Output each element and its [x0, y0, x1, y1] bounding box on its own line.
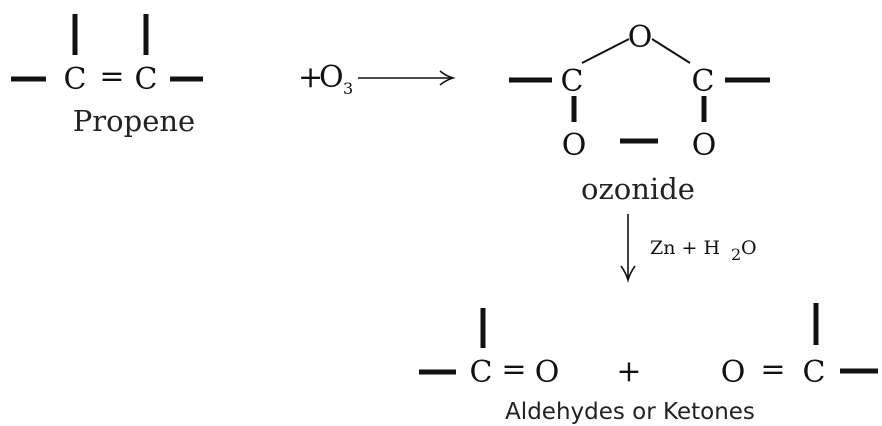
- ozone-subscript: 3: [343, 79, 353, 98]
- ozonide-label: ozonide: [581, 172, 695, 206]
- ozonide-oxygen-lower-left: O: [562, 128, 587, 163]
- product-left-double-bond: =: [501, 352, 526, 387]
- carbon-atom-1: C: [64, 62, 87, 97]
- carbon-atom-2: C: [135, 62, 158, 97]
- bond-o-to-c-right: [651, 38, 691, 64]
- reaction-conditions: Zn + H 2 O: [650, 237, 757, 264]
- reaction-arrow-right: [358, 70, 456, 86]
- propene-structure: C = C: [11, 14, 203, 97]
- carbonyl-product-right: O = C: [721, 303, 878, 390]
- propene-label: Propene: [73, 104, 195, 138]
- conditions-suffix: O: [741, 237, 757, 259]
- ozonide-oxygen-top: O: [628, 20, 653, 55]
- conditions-prefix: Zn + H: [650, 237, 720, 259]
- conditions-subscript: 2: [731, 245, 741, 264]
- ozone-reagent: + O 3: [298, 60, 353, 98]
- product-plus-sign: +: [616, 354, 641, 389]
- product-right-carbon: C: [803, 355, 826, 390]
- plus-sign: +: [298, 60, 323, 95]
- ozonide-carbon-left: C: [561, 64, 584, 99]
- carbonyl-product-left: C = O: [419, 308, 559, 390]
- double-bond-sign: =: [99, 59, 124, 94]
- product-right-oxygen: O: [721, 355, 746, 390]
- ozonide-oxygen-lower-right: O: [692, 128, 717, 163]
- reaction-arrow-down: [620, 214, 636, 283]
- bond-c-to-o-left: [581, 38, 630, 64]
- product-right-double-bond: =: [760, 352, 785, 387]
- product-left-oxygen: O: [535, 355, 560, 390]
- ozonide-structure: C O C O O: [509, 20, 770, 163]
- ozonide-carbon-right: C: [692, 64, 715, 99]
- ozone-oxygen: O: [319, 60, 344, 95]
- products-label: Aldehydes or Ketones: [505, 399, 755, 425]
- product-left-carbon: C: [470, 355, 493, 390]
